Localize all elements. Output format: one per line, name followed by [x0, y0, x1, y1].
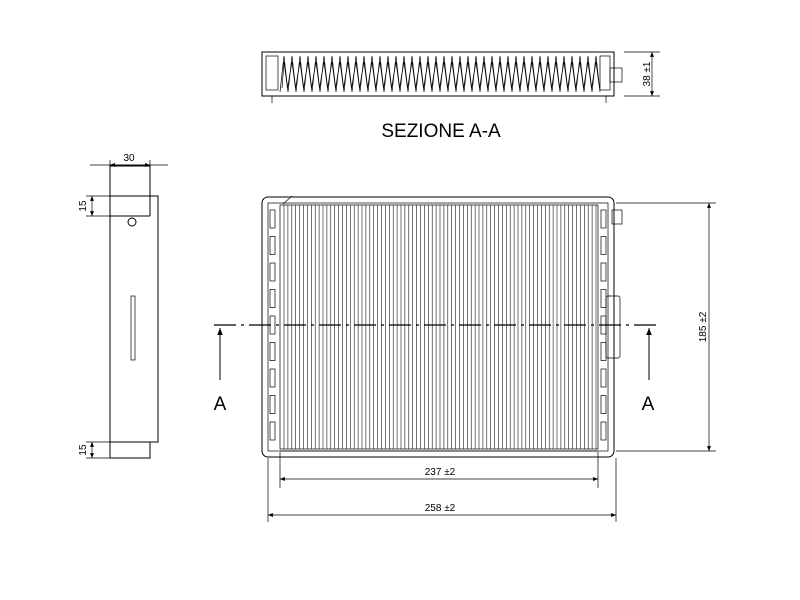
frame-clip: [269, 289, 276, 308]
left-clips: [269, 209, 276, 441]
filter-frame-outer: [261, 196, 615, 458]
frame-clip: [600, 209, 607, 229]
frame-clip: [600, 262, 607, 282]
dim-height: 185 ±2: [698, 311, 709, 342]
frame-clip: [269, 262, 276, 282]
dim-side-top: 15: [78, 200, 89, 212]
dim-side-width: 30: [123, 153, 135, 164]
section-tab: [609, 67, 623, 83]
side-view: 30 15 15: [78, 153, 168, 459]
side-hole: [127, 217, 137, 227]
side-bottom-block: [109, 441, 151, 459]
pleat-area: [279, 204, 599, 450]
frame-clip: [269, 236, 276, 255]
pleat-lines: [283, 205, 597, 449]
frame-clip: [269, 395, 276, 414]
section-left-frame: [265, 55, 279, 91]
dim-side-bottom: 15: [78, 444, 89, 456]
section-view: 38 ±1 SEZIONE A-A: [261, 51, 660, 142]
frame-clip: [600, 289, 607, 308]
side-top-block: [109, 165, 151, 197]
frame-clip: [269, 342, 276, 361]
section-right-frame: [599, 55, 611, 91]
frame-clip: [269, 209, 276, 229]
dim-outer-width: 258 ±2: [425, 503, 456, 514]
frame-clip: [600, 368, 607, 388]
side-slot: [130, 295, 136, 361]
frame-clip: [600, 342, 607, 361]
dim-inner-width: 237 ±2: [425, 467, 456, 478]
corner-leader: [282, 195, 293, 205]
pleat-zigzag-inner: [281, 61, 600, 89]
section-marker-left: A: [214, 394, 227, 415]
frame-clip: [600, 395, 607, 414]
front-view: A A 185 ±2 237 ±2 258 ±2: [214, 195, 716, 522]
frame-clip: [269, 368, 276, 388]
side-body: [109, 195, 159, 443]
right-handle: [605, 295, 621, 359]
frame-clip: [600, 421, 607, 441]
dim-section-height: 38 ±1: [642, 61, 653, 86]
frame-clip: [600, 236, 607, 255]
right-tab-top: [611, 209, 623, 225]
section-title: SEZIONE A-A: [381, 121, 501, 142]
section-marker-right: A: [642, 394, 655, 415]
frame-clip: [269, 421, 276, 441]
